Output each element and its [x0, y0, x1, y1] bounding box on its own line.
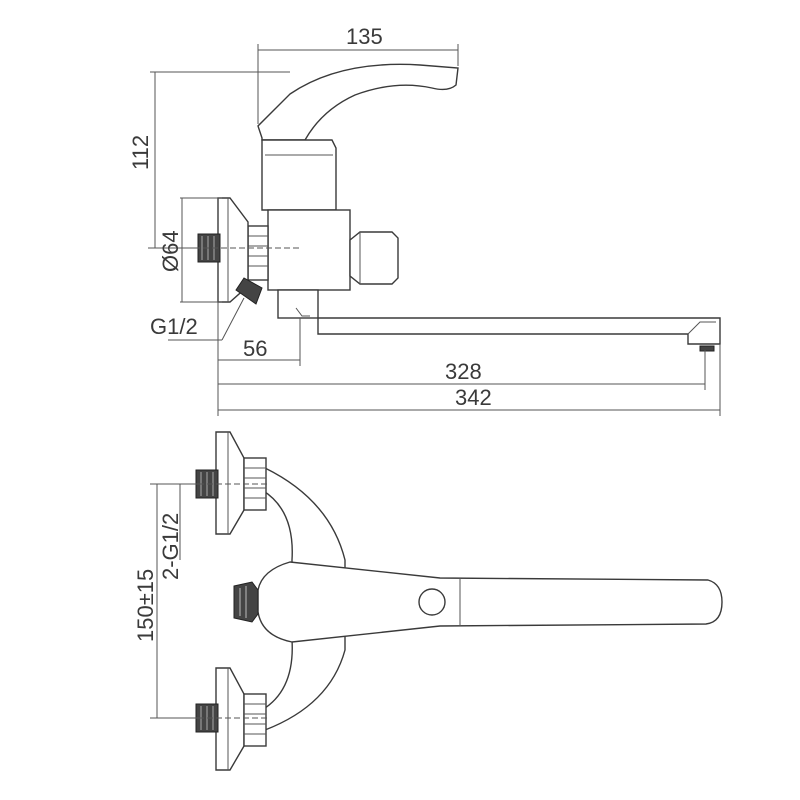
dim-328: 328 — [445, 359, 482, 384]
top-nut-lower — [243, 693, 267, 747]
dim-112: 112 — [128, 135, 153, 170]
side-handle-lever — [257, 63, 459, 141]
dim-56: 56 — [243, 336, 267, 361]
side-view — [185, 63, 721, 352]
top-flange-upper — [215, 431, 245, 535]
dim-diameter-64: Ø64 — [158, 230, 183, 272]
side-diverter-knob — [349, 231, 399, 285]
aerator — [699, 345, 715, 352]
dim-342: 342 — [455, 385, 492, 410]
side-cartridge-cover — [261, 139, 337, 211]
dim-2-g12: 2-G1/2 — [158, 513, 183, 580]
dim-thread-g12: G1/2 — [150, 314, 198, 339]
top-handle-lever — [257, 561, 723, 643]
top-handle-hole — [418, 588, 446, 616]
side-valve-body — [267, 209, 351, 291]
dim-150-15: 150±15 — [133, 569, 158, 642]
top-flange-lower — [215, 667, 245, 771]
side-dimensions: 135 112 Ø64 G1/2 56 328 342 — [128, 24, 721, 416]
side-connection-nut — [247, 225, 269, 281]
side-eccentric-thread — [235, 277, 263, 305]
side-spout — [317, 317, 721, 345]
top-dimensions: 150±15 2-G1/2 — [133, 483, 200, 719]
dim-135: 135 — [346, 24, 383, 49]
top-view — [180, 431, 723, 771]
side-spout-stub — [277, 289, 319, 319]
